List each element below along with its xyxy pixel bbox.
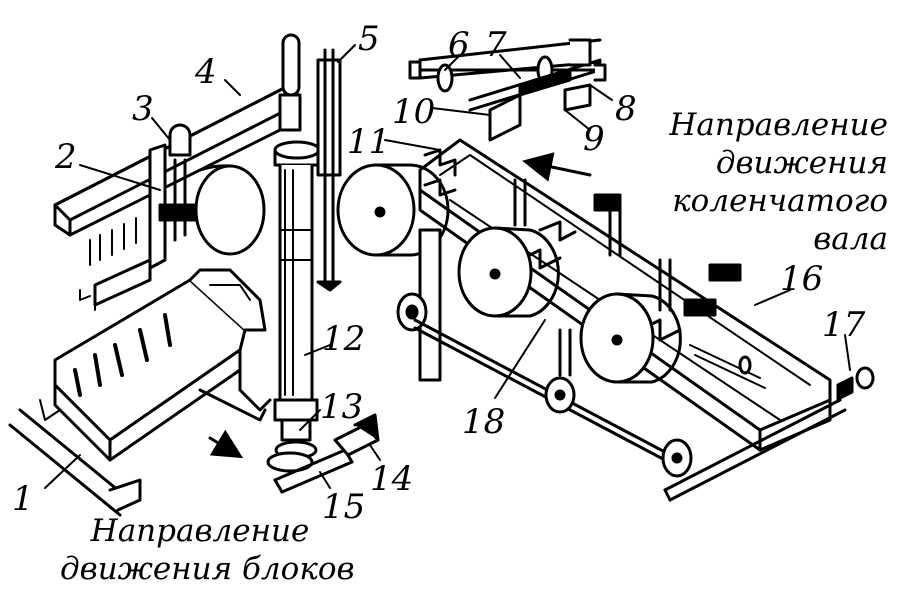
label-10: 10 <box>392 92 436 132</box>
blocks-caption-line-2: движения блоков <box>60 551 355 587</box>
frame-left-post <box>396 228 442 382</box>
label-1: 1 <box>12 479 34 519</box>
blocks-caption-line-1: Направление <box>90 513 310 549</box>
label-7: 7 <box>485 25 507 65</box>
block-conveyor <box>8 268 272 517</box>
label-5: 5 <box>358 19 380 59</box>
label-2: 2 <box>55 137 77 177</box>
label-17: 17 <box>822 305 866 345</box>
leader-lines <box>44 44 851 489</box>
crankshaft-caption-line-1: Направление <box>669 107 888 143</box>
blocks-caption: Направление движения блоков <box>60 512 355 588</box>
crankshaft-conveyor-frame <box>418 138 832 452</box>
spindle-column <box>273 140 321 460</box>
label-8: 8 <box>615 89 637 129</box>
end-fitting <box>836 366 875 401</box>
blocks-direction-arrow <box>208 429 244 459</box>
bottom-shaft <box>266 413 380 494</box>
label-11: 11 <box>347 122 391 162</box>
label-18: 18 <box>462 402 506 442</box>
crankshaft-caption-line-4: вала <box>813 221 888 257</box>
label-4: 4 <box>195 52 217 92</box>
overhead-beam <box>53 83 302 266</box>
label-16: 16 <box>780 259 824 299</box>
label-9: 9 <box>583 119 605 159</box>
label-15: 15 <box>322 487 366 527</box>
label-13: 13 <box>320 387 364 427</box>
crankshaft-caption: Направление движения коленчатого вала <box>669 106 888 258</box>
upper-left-bracket <box>79 123 212 311</box>
label-3: 3 <box>132 89 154 129</box>
crankshaft-caption-line-2: движения <box>715 145 888 181</box>
top-rod-assembly <box>408 38 607 142</box>
upper-left-disc <box>194 164 266 256</box>
label-12: 12 <box>322 319 366 359</box>
right-discs <box>336 163 682 384</box>
crankshaft-caption-line-3: коленчатого <box>672 183 888 219</box>
vertical-pivot <box>278 33 302 132</box>
vertical-rod <box>316 48 342 292</box>
label-14: 14 <box>370 459 414 499</box>
crankshaft-direction-arrow <box>522 152 592 182</box>
transmission-shaft <box>413 318 847 502</box>
label-6: 6 <box>448 25 470 65</box>
